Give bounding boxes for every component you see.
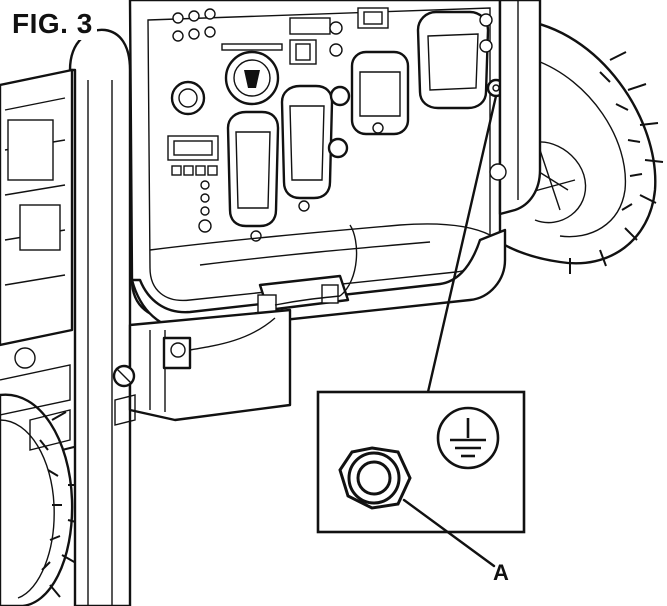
digital-meter xyxy=(167,135,219,233)
figure-title: FIG. 3 xyxy=(8,8,97,40)
breaker-knob xyxy=(170,80,206,116)
control-panel xyxy=(128,0,506,320)
outlet-cover-3 xyxy=(350,50,410,136)
lower-housing xyxy=(130,223,507,332)
battery-bracket xyxy=(112,308,292,426)
callout-label-a: A xyxy=(493,560,509,585)
outlet-cover-2 xyxy=(280,84,334,212)
frame-tube xyxy=(68,28,132,606)
hex-nut-icon xyxy=(338,446,412,510)
switch-block xyxy=(289,7,389,65)
outlet-cover-1 xyxy=(226,110,280,242)
outlet-cover-4 xyxy=(416,10,490,110)
breaker-small-1 xyxy=(329,85,351,107)
inset-detail-box xyxy=(316,390,526,534)
right-frame-tube xyxy=(489,0,542,216)
left-wheel xyxy=(0,393,85,606)
breaker-small-2 xyxy=(327,137,349,159)
callout-leader xyxy=(402,498,496,568)
start-button xyxy=(221,43,283,106)
indicator-lights xyxy=(172,8,216,42)
engine-housing xyxy=(0,68,74,451)
leader-line xyxy=(426,94,498,394)
ground-symbol-icon xyxy=(436,406,500,470)
